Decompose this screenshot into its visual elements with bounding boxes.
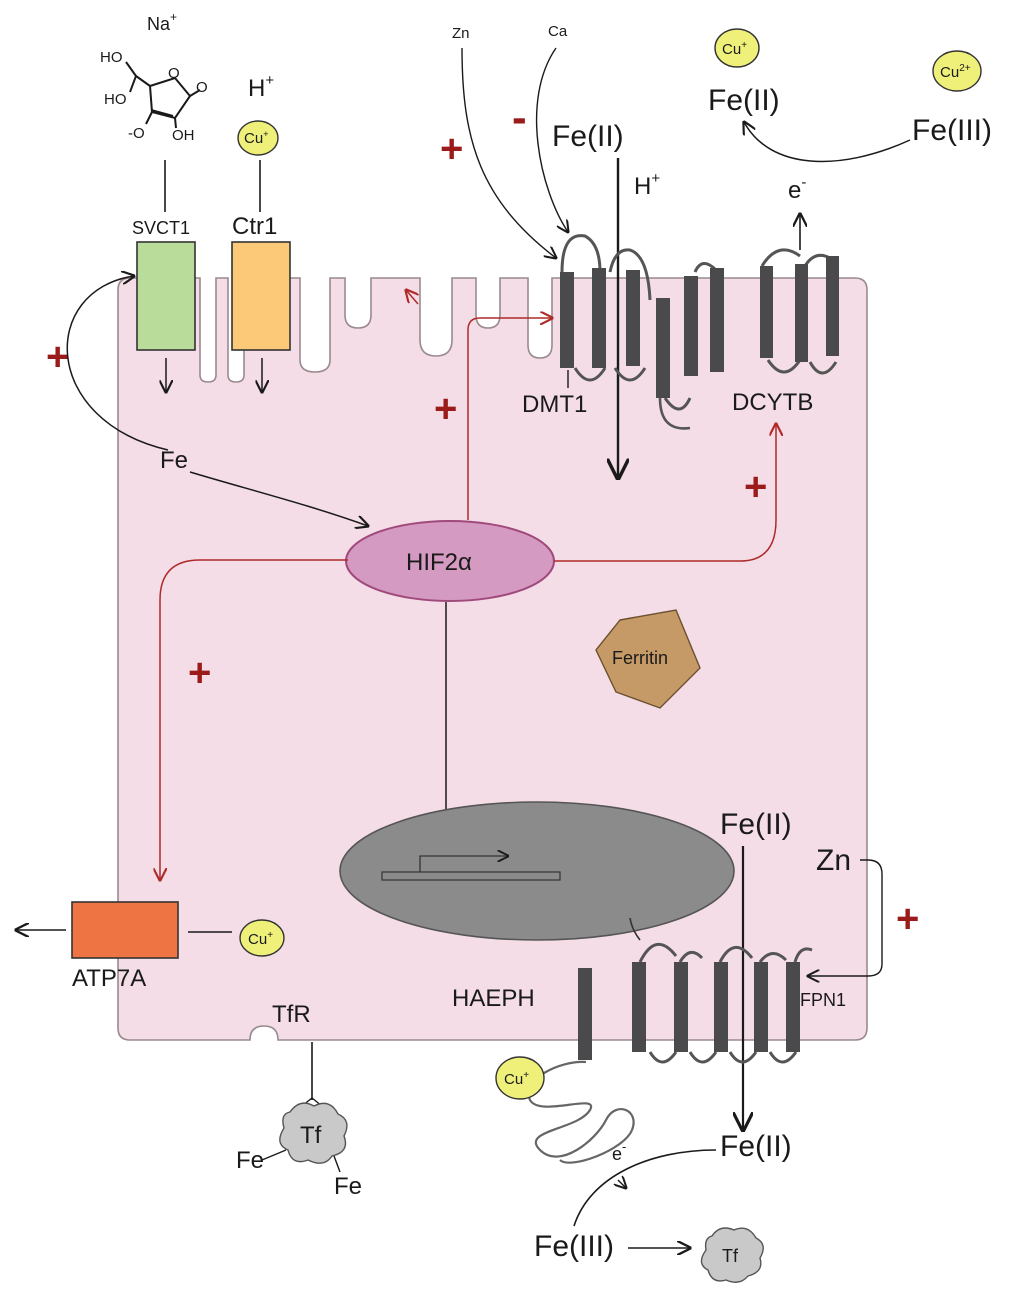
haeph-anchor <box>578 968 592 1060</box>
ascorbate-o-minus: -O <box>128 125 145 142</box>
ascorbate-o-2: O <box>168 65 180 82</box>
transferrin-bottom-label: Tf <box>722 1246 739 1266</box>
ferrous-iron-dmt1-label: Fe(II) <box>552 120 624 153</box>
ferric-iron-bottom-label: Fe(III) <box>534 1230 614 1263</box>
atp7a-label: ATP7A <box>72 965 146 992</box>
minus-sign-calcium: - <box>512 93 527 142</box>
hif2a-label: HIF2α <box>406 549 472 576</box>
ferrous-iron-bottom-label: Fe(II) <box>720 1130 792 1163</box>
svg-text:Cu2+: Cu2+ <box>940 63 971 81</box>
fpn1-label: FPN1 <box>800 990 846 1010</box>
electron-label-bottom: e- <box>612 1139 626 1164</box>
ascorbate-ho-1: HO <box>100 49 123 66</box>
plus-sign-svct1: + <box>46 335 69 379</box>
transferrin-iron-2: Fe <box>334 1173 362 1200</box>
ferritin-protein <box>595 609 701 709</box>
svct1-label: SVCT1 <box>132 218 190 238</box>
dmt1-label: DMT1 <box>522 391 587 418</box>
atp7a-transporter <box>71 901 179 959</box>
ctr1-label: Ctr1 <box>232 213 277 240</box>
svg-text:Cu+: Cu+ <box>504 1070 529 1088</box>
ascorbate-o-1: O <box>196 79 208 96</box>
transferrin-with-iron <box>279 1102 348 1164</box>
tfr-label: TfR <box>272 1001 311 1028</box>
zinc-fpn-label: Zn <box>816 844 851 877</box>
transferrin-label: Tf <box>300 1122 322 1149</box>
plus-sign-dcytb: + <box>744 465 767 509</box>
svct1-transporter <box>136 241 196 351</box>
transferrin-iron-1: Fe <box>236 1147 264 1174</box>
calcium-label: Ca <box>548 23 568 40</box>
ferric-iron-top-right-label: Fe(III) <box>912 114 992 147</box>
svg-text:Cu+: Cu+ <box>244 129 268 147</box>
plus-sign-atp7a: + <box>188 651 211 695</box>
copper-badge-ctr1: Cu+ <box>237 120 279 156</box>
ascorbate-molecule: HO HO -O OH O O <box>100 49 208 144</box>
plus-sign-dmt1: + <box>434 387 457 431</box>
plus-sign-fpn1: + <box>896 897 919 941</box>
copper-badge-top-right-2: Cu2+ <box>932 50 982 92</box>
dcytb-reductase <box>760 248 839 375</box>
copper-badge-haeph: Cu+ <box>495 1056 545 1100</box>
ctr1-transporter <box>231 241 291 351</box>
ferrous-iron-top-right-label: Fe(II) <box>708 84 780 117</box>
cytosolic-iron-label: Fe <box>160 447 188 474</box>
sodium-ion-label: Na+ <box>147 10 177 34</box>
haeph-label: HAEPH <box>452 985 535 1012</box>
zinc-label-top: Zn <box>452 25 470 42</box>
svg-text:Cu+: Cu+ <box>248 930 273 948</box>
copper-badge-atp7a: Cu+ <box>239 919 285 957</box>
electron-label-dcytb: e- <box>788 174 806 204</box>
fpn1-transporter <box>632 943 813 1064</box>
plus-sign-zinc: + <box>440 127 463 171</box>
ascorbate-ho-2: HO <box>104 91 127 108</box>
nucleus <box>339 801 735 941</box>
proton-label-ctr1: H+ <box>248 72 274 102</box>
proton-label-dmt1: H+ <box>634 170 660 200</box>
copper-badge-top-right-1: Cu+ <box>714 28 760 68</box>
ferritin-label: Ferritin <box>612 648 668 668</box>
ascorbate-oh: OH <box>172 127 195 144</box>
haeph-ferroxidase <box>527 1060 635 1164</box>
ferrous-iron-fpn-label: Fe(II) <box>720 808 792 841</box>
dcytb-label: DCYTB <box>732 389 813 416</box>
transferrin-apo <box>700 1227 764 1283</box>
dmt1-transporter <box>560 234 724 430</box>
svg-text:Cu+: Cu+ <box>722 40 747 58</box>
